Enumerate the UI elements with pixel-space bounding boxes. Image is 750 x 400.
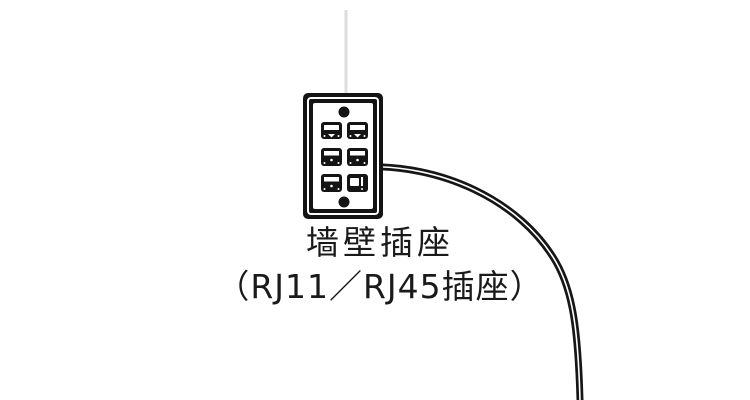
jack-middle-right[interactable] [347,148,368,166]
jack-bottom-left-pin-left [323,188,326,190]
jack-middle-right-pin [356,158,359,162]
patch-cable-group [356,163,584,400]
jack-bottom-right-pin [361,188,363,190]
jack-top-left-slot [324,125,339,130]
jack-top-left-pin-right [337,135,340,137]
screw-top-icon [338,106,350,118]
jack-top-right-notch [354,134,361,138]
jack-top-left-pin-left [323,135,326,137]
jack-top-right[interactable] [347,122,368,139]
jack-bottom-right-clip [361,177,363,186]
faceplate-frame-inner-line [307,97,379,215]
jack-top-right-pin-left [349,135,352,137]
jack-bottom-left-pin [330,184,333,188]
cable-outer-stroke [356,163,584,400]
jack-middle-left-slot [324,151,339,156]
cable-plug-connector [350,178,359,186]
jack-top-right-pin-right [363,135,366,137]
screw-bottom-icon [338,196,350,208]
jack-middle-left-pin-left [323,162,326,164]
jack-top-left[interactable] [321,122,342,139]
jack-middle-right-slot [350,151,365,156]
jack-middle-left[interactable] [321,148,342,166]
jack-middle-left-pin [330,158,333,162]
jack-bottom-left[interactable] [321,174,342,192]
jack-bottom-left-slot [324,177,339,182]
jack-middle-left-pin-right [337,162,340,164]
jack-bottom-right[interactable] [347,174,368,192]
jack-middle-right-pin-left [349,162,352,164]
jack-top-left-notch [328,134,335,138]
cable-highlight-line [359,165,581,400]
jack-middle-right-pin-right [363,162,366,164]
wall-socket-faceplate[interactable] [303,93,383,219]
jack-top-right-slot [350,125,365,130]
jack-bottom-left-pin-right [337,188,340,190]
